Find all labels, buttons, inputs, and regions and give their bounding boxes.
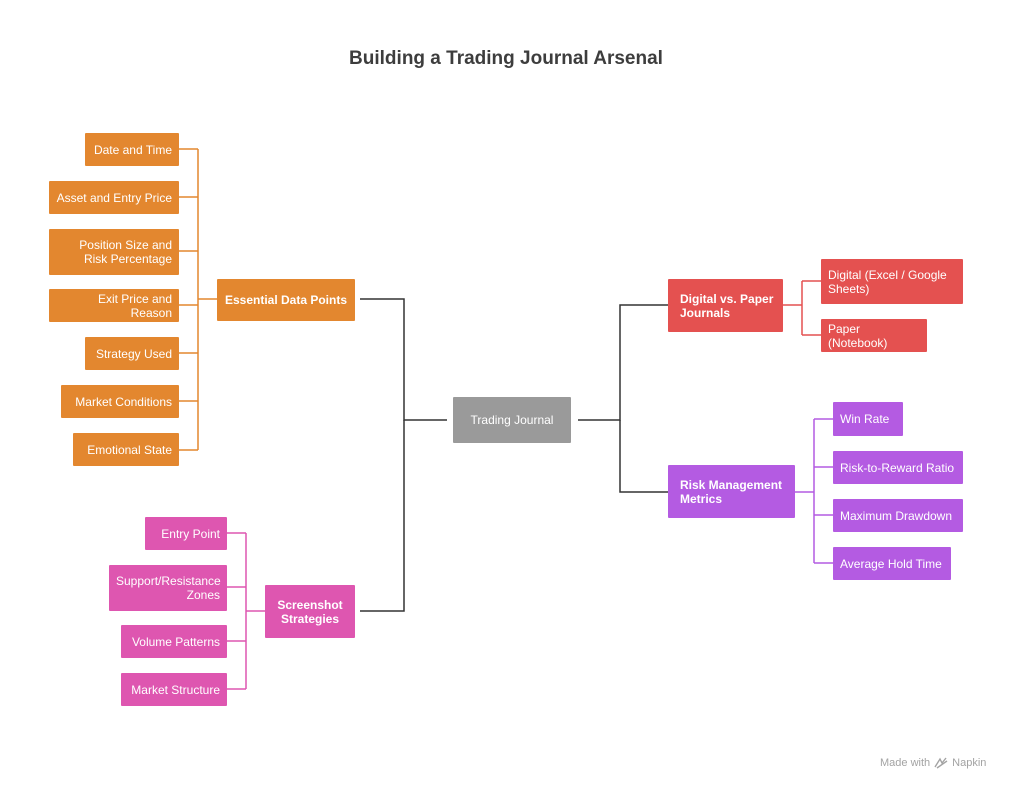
connector-root-essential <box>360 298 447 421</box>
leaf-emotional-state: Emotional State <box>73 433 179 466</box>
leaf-volume-patterns: Volume Patterns <box>121 625 227 658</box>
root-node: Trading Journal <box>453 397 571 443</box>
connector-root-digital <box>578 304 668 421</box>
made-with-napkin: Made with Napkin <box>880 757 986 769</box>
leaf-risk-to-reward: Risk-to-Reward Ratio <box>833 451 963 484</box>
leaf-maximum-drawdown: Maximum Drawdown <box>833 499 963 532</box>
napkin-brand-label: Napkin <box>952 757 987 769</box>
leaf-win-rate: Win Rate <box>833 402 903 436</box>
leaf-paper-notebook: Paper (Notebook) <box>821 319 927 352</box>
root-connectors <box>360 298 668 612</box>
leaf-average-hold-time: Average Hold Time <box>833 547 951 580</box>
leaf-market-conditions: Market Conditions <box>61 385 179 418</box>
screenshot-connectors <box>227 532 265 690</box>
leaf-entry-point: Entry Point <box>145 517 227 550</box>
branch-essential-data-points: Essential Data Points <box>217 279 355 321</box>
connector-root-risk <box>619 420 668 493</box>
branch-screenshot-strategies: Screenshot Strategies <box>265 585 355 638</box>
digital-connectors <box>783 280 821 336</box>
leaf-exit-price-reason: Exit Price and Reason <box>49 289 179 322</box>
napkin-logo-icon <box>934 757 948 769</box>
connector-root-screenshot <box>360 420 405 612</box>
leaf-date-and-time: Date and Time <box>85 133 179 166</box>
diagram-title: Building a Trading Journal Arsenal <box>349 48 663 69</box>
leaf-strategy-used: Strategy Used <box>85 337 179 370</box>
essential-connectors <box>179 148 217 451</box>
made-with-label: Made with <box>880 757 931 769</box>
leaf-asset-and-entry-price: Asset and Entry Price <box>49 181 179 214</box>
leaf-digital-excel-google: Digital (Excel / Google Sheets) <box>821 259 963 304</box>
leaf-market-structure: Market Structure <box>121 673 227 706</box>
branch-digital-vs-paper: Digital vs. Paper Journals <box>668 279 783 332</box>
leaf-position-size-risk: Position Size and Risk Percentage <box>49 229 179 275</box>
branch-risk-management: Risk Management Metrics <box>668 465 795 518</box>
risk-connectors <box>795 418 833 564</box>
leaf-support-resistance-zones: Support/Resistance Zones <box>109 565 227 611</box>
